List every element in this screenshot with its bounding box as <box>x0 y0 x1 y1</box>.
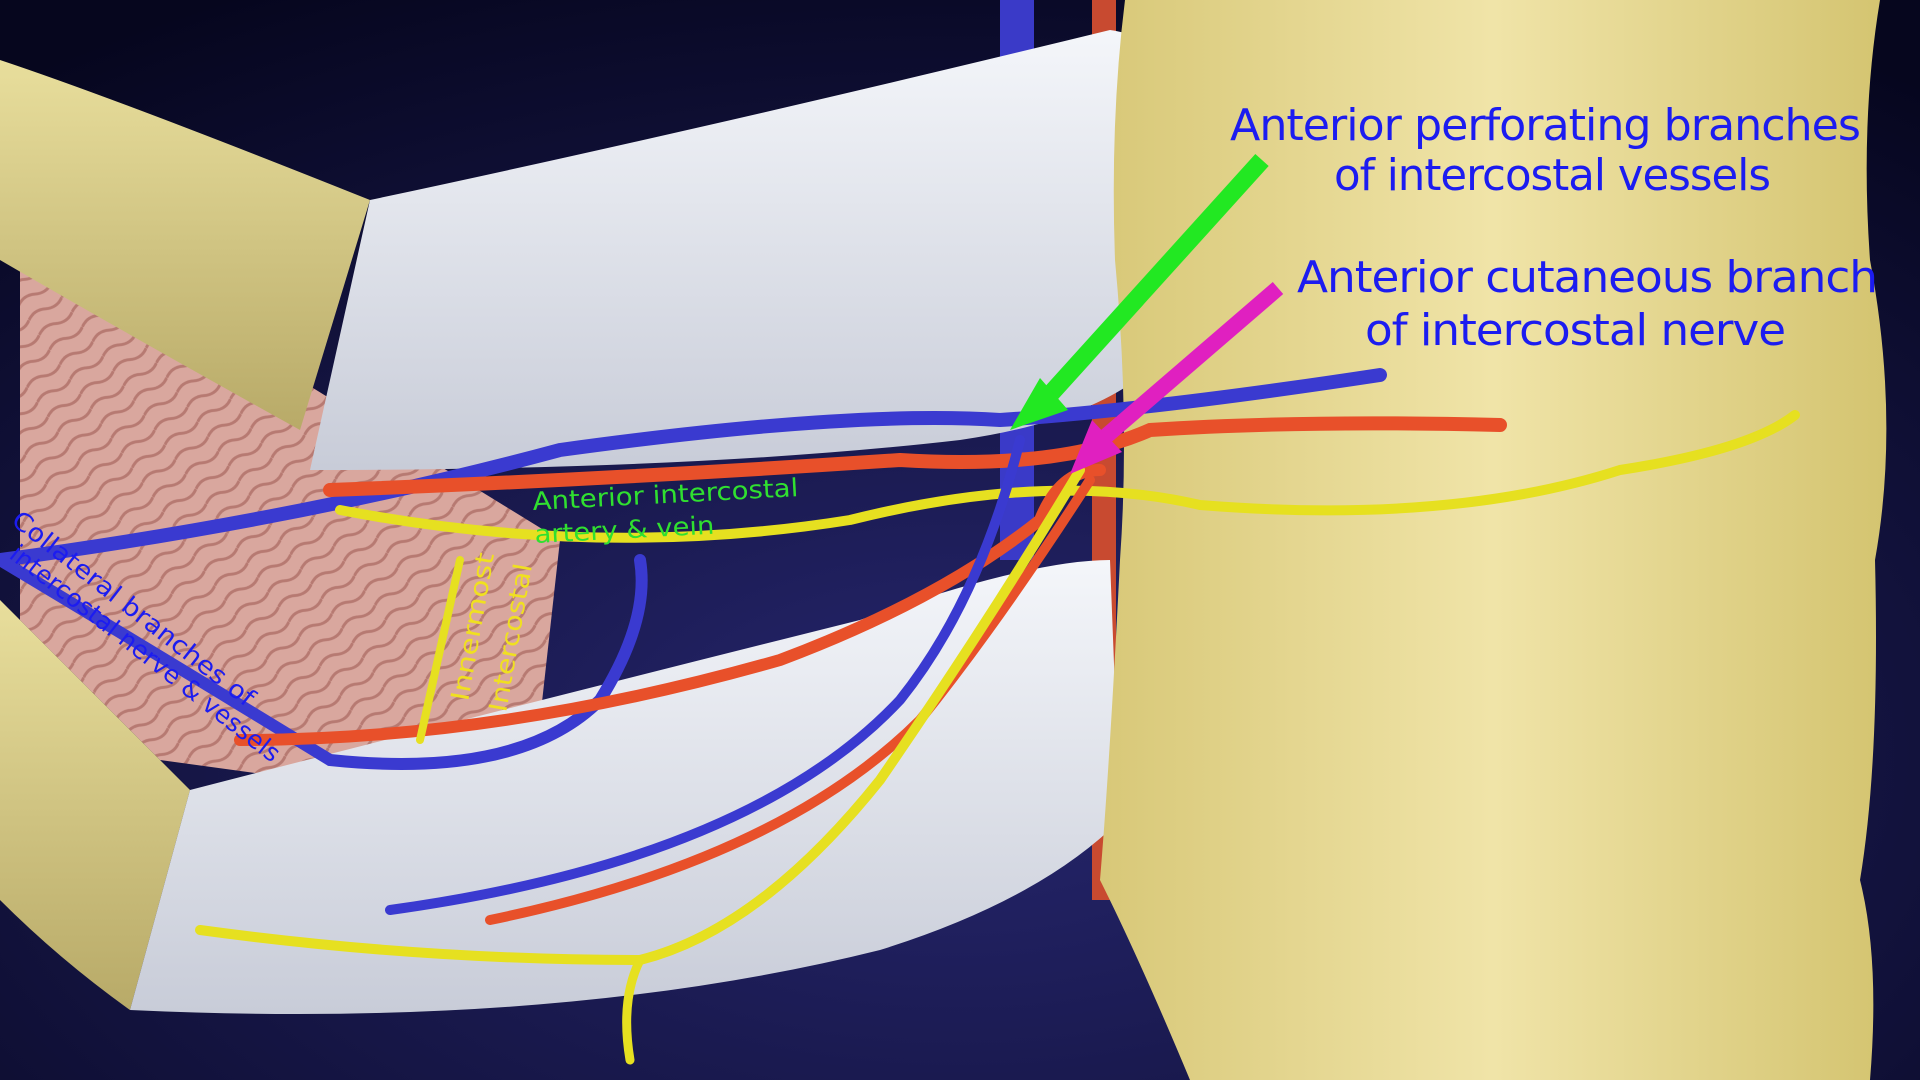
perforating-arrowhead <box>1010 378 1068 430</box>
label-perforating-line1: Anterior perforating branches <box>1230 100 1860 151</box>
sternum <box>1100 0 1887 1080</box>
collateral-nerve <box>416 556 464 744</box>
collateral-artery <box>234 464 1106 746</box>
cutaneous-arrowhead <box>1070 420 1122 474</box>
lower-costal-cartilage <box>130 560 1120 1014</box>
perforating-vein <box>385 435 1025 915</box>
anterior-intercostal-artery <box>323 416 1507 497</box>
collateral-vein <box>0 554 648 770</box>
cutaneous-pointer-arrow <box>1084 281 1284 457</box>
label-cutaneous-line2: of intercostal nerve <box>1365 305 1785 356</box>
perforating-pointer-arrow <box>1029 153 1269 417</box>
lower-rib <box>0 600 190 1010</box>
cutaneous-nerve-branch <box>622 955 645 1065</box>
label-perforating-line2: of intercostal vessels <box>1334 150 1770 201</box>
cutaneous-nerve <box>195 465 1085 966</box>
upper-costal-cartilage <box>310 30 1177 470</box>
perforating-artery <box>485 475 1095 925</box>
label-cutaneous-line1: Anterior cutaneous branch <box>1297 252 1877 303</box>
intercostal-nerve <box>335 410 1800 543</box>
upper-rib <box>0 60 370 430</box>
